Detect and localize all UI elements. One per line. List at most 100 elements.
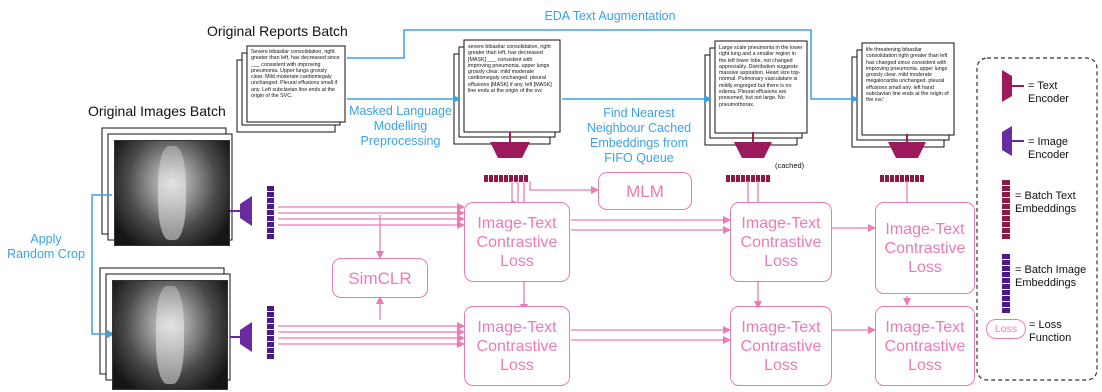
embedding-cell [267, 228, 274, 233]
legend-frame [976, 57, 1098, 381]
legend-text-embedding-icon [1002, 180, 1010, 239]
report-stack-nearest [704, 40, 808, 146]
embedding-cell [267, 198, 274, 203]
embedding-cell [1002, 308, 1010, 313]
embedding-cell [766, 175, 770, 182]
embedding-cell [751, 175, 755, 182]
embedding-cell [1002, 254, 1010, 259]
embedding-cell [1002, 216, 1010, 221]
contrastive-loss-box: Image-Text Contrastive Loss [730, 202, 832, 282]
contrastive-loss-box: Image-Text Contrastive Loss [730, 306, 832, 386]
contrastive-loss-box: Image-Text Contrastive Loss [464, 306, 570, 386]
embedding-cell [1002, 222, 1010, 227]
embedding-cell [1002, 266, 1010, 271]
embedding-cell [880, 175, 884, 182]
simclr-loss-box: SimCLR [332, 258, 428, 298]
embedding-cell [267, 318, 274, 323]
embedding-cell [1002, 234, 1010, 239]
legend-text-encoder-label: = Text Encoder [1028, 80, 1069, 105]
random-crop-label: Apply Random Crop [7, 232, 85, 261]
text-encoder-icon [490, 142, 530, 158]
embedding-cell [1002, 198, 1010, 203]
embedding-cell [267, 336, 274, 341]
embedding-cell [1002, 284, 1010, 289]
embedding-cell [267, 330, 274, 335]
report-stack-original [236, 45, 346, 133]
image-encoder-icon [240, 196, 252, 226]
embedding-cell [915, 175, 919, 182]
embedding-cell [895, 175, 899, 182]
report-nearest-text: Large scale pneumonia in the lower right… [719, 45, 803, 108]
embedding-cell [267, 222, 274, 227]
embedding-cell [267, 354, 274, 359]
embedding-cell [267, 210, 274, 215]
embedding-cell [267, 234, 274, 239]
legend [976, 57, 1098, 381]
embedding-cell [890, 175, 894, 182]
report-stack-eda [851, 42, 955, 148]
embedding-cell [885, 175, 889, 182]
embedding-cell [484, 175, 488, 182]
embedding-cell [1002, 204, 1010, 209]
arrow-random-crop-top [91, 194, 115, 338]
embedding-cell [1002, 186, 1010, 191]
cached-label: (cached) [775, 161, 805, 170]
embedding-cell [1002, 290, 1010, 295]
embedding-cell [267, 348, 274, 353]
embedding-cell [267, 216, 274, 221]
embedding-cell [267, 324, 274, 329]
embedding-cell [1002, 272, 1010, 277]
legend-loss-box: Loss [986, 319, 1026, 339]
image-embedding-bars [267, 186, 274, 359]
legend-image-encoder-icon [1002, 126, 1012, 156]
embedding-cell [736, 175, 740, 182]
embedding-cell [905, 175, 909, 182]
legend-text-embeddings-label: = Batch Text Embeddings [1015, 190, 1077, 215]
report-original-text: Severe bibasilar consolidation, right gr… [251, 49, 340, 100]
embedding-cell [267, 204, 274, 209]
embedding-cell [509, 175, 513, 182]
report-stack-masked [453, 39, 561, 145]
embedding-cell [920, 175, 924, 182]
nearest-neighbour-label: Find Nearest Neighbour Cached Embeddings… [586, 106, 692, 165]
embedding-cell [514, 175, 518, 182]
embedding-cell [1002, 296, 1010, 301]
eda-text-augmentation-label: EDA Text Augmentation [544, 9, 676, 23]
embedding-cell [504, 175, 508, 182]
original-images-title: Original Images Batch [88, 103, 226, 119]
embedding-cell [267, 312, 274, 317]
report-eda-text: life threatening bibasilar consolidation… [866, 47, 949, 104]
embedding-cell [1002, 180, 1010, 185]
embedding-cell [499, 175, 503, 182]
text-encoder-icon [888, 142, 926, 158]
embedding-cell [1002, 302, 1010, 307]
embedding-cell [519, 175, 523, 182]
embedding-cell [761, 175, 765, 182]
embedding-cell [726, 175, 730, 182]
embedding-cell [1002, 210, 1010, 215]
chest-xray-image [112, 280, 228, 390]
embedding-cell [1002, 192, 1010, 197]
embedding-cell [267, 186, 274, 191]
legend-image-encoder-label: = Image Encoder [1028, 136, 1069, 161]
embedding-cell [741, 175, 745, 182]
embedding-cell [267, 306, 274, 311]
embedding-cell [489, 175, 493, 182]
embedding-cell [524, 175, 528, 182]
original-reports-title: Original Reports Batch [207, 23, 348, 39]
embedding-cell [267, 342, 274, 347]
legend-image-embedding-icon [1002, 254, 1010, 313]
text-encoders [490, 142, 926, 158]
embedding-cell [910, 175, 914, 182]
embedding-cell [746, 175, 750, 182]
legend-image-embeddings-label: = Batch Image Embeddings [1015, 264, 1087, 289]
embedding-cell [900, 175, 904, 182]
embedding-cell [756, 175, 760, 182]
text-encoder-icon [734, 142, 772, 158]
embedding-cell [267, 192, 274, 197]
arrow-eda [347, 29, 859, 103]
embedding-cell [731, 175, 735, 182]
chest-xray-image [114, 140, 230, 246]
report-masked-text: severe bibasilar consolidation, right gr… [468, 44, 552, 95]
